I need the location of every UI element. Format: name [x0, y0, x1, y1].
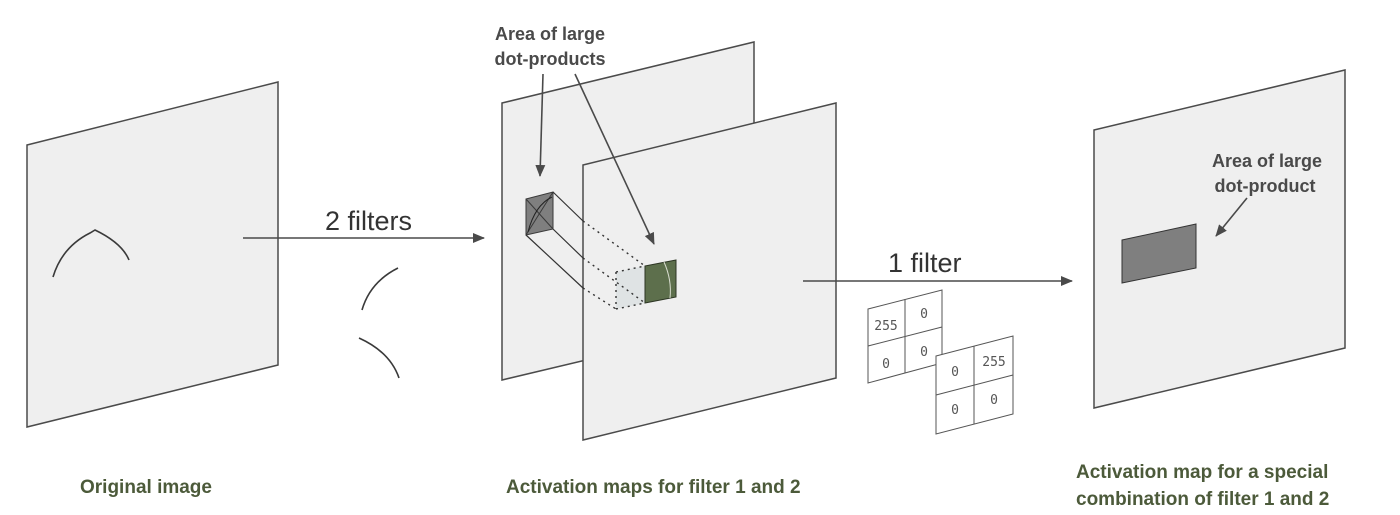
- caption-original-image: Original image: [80, 477, 212, 498]
- filter-2-cell-3: 0: [951, 403, 959, 418]
- combined-activation-map: [1093, 69, 1346, 409]
- filter-1-cell-4: 0: [920, 345, 928, 360]
- projection-light-box: [616, 266, 645, 309]
- filter-2-cell-1: 0: [951, 365, 959, 380]
- combined-annotation-line-1: Area of large: [1212, 151, 1322, 171]
- caption-combined-line-1: Activation map for a special: [1076, 462, 1328, 483]
- combined-annotation-arrow: [1215, 197, 1248, 237]
- filter-1-curve: [361, 267, 399, 311]
- caption-combined-line-2: combination of filter 1 and 2: [1076, 489, 1329, 510]
- maps-annotation-arrow-2: [574, 73, 655, 245]
- filter-2-cell-4: 0: [990, 393, 998, 408]
- filter-2-cell-2: 255: [982, 355, 1005, 370]
- combined-annotation-line-2: dot-product: [1215, 176, 1316, 196]
- filter-grid-2: 0 255 0 0: [935, 335, 1014, 435]
- filter-2-highlight: [644, 259, 677, 304]
- filter-1-cell-2: 0: [920, 307, 928, 322]
- activation-map-filter-2: [582, 102, 837, 441]
- filter-1-cell-1: 255: [874, 319, 897, 334]
- maps-annotation-line-1: Area of large: [495, 24, 605, 44]
- combined-highlight: [1121, 223, 1197, 284]
- maps-annotation-line-2: dot-products: [495, 49, 606, 69]
- filter-grid-1: 255 0 0 0: [867, 289, 943, 384]
- filter-2-curve: [358, 337, 400, 379]
- maps-annotation-arrow-1: [535, 73, 546, 177]
- original-image-panel: [26, 81, 279, 428]
- original-curve-shape: [52, 229, 130, 278]
- caption-activation-maps: Activation maps for filter 1 and 2: [506, 477, 801, 498]
- one-filter-label: 1 filter: [888, 248, 962, 278]
- filter-1-cell-3: 0: [882, 357, 890, 372]
- two-filters-label: 2 filters: [325, 206, 412, 236]
